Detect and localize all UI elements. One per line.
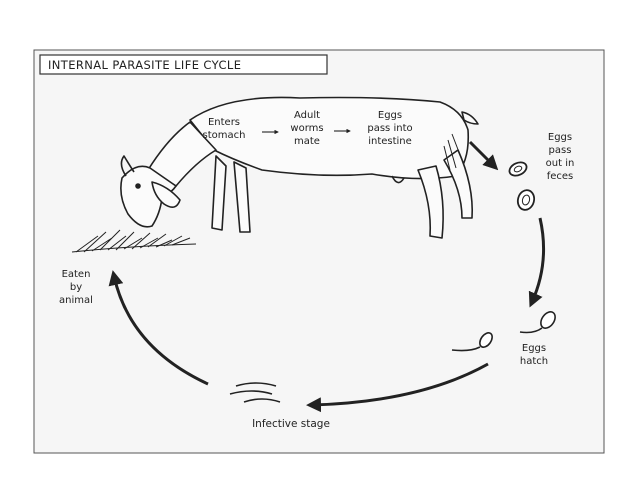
stage-eaten-by-animal: Eaten by animal — [59, 269, 93, 306]
eggs-out-line1: Eggs — [548, 132, 572, 143]
eaten-line3: animal — [59, 295, 93, 306]
adult-worms-line1: Adult — [294, 110, 320, 121]
eggs-into-line2: pass into — [367, 123, 412, 134]
arrow-to-eaten — [108, 270, 209, 386]
eggs-hatch-line1: Eggs — [522, 343, 546, 354]
eggs-into-line3: intestine — [368, 136, 412, 147]
diagram-title: INTERNAL PARASITE LIFE CYCLE — [48, 58, 241, 72]
adult-worms-line3: mate — [294, 136, 320, 147]
eggs-hatch-line2: hatch — [520, 356, 548, 367]
goat-illustration — [120, 96, 479, 239]
arrow-to-feces — [468, 140, 499, 171]
stage-adult-worms-mate: Adult worms mate — [290, 110, 323, 147]
egg-icons — [508, 161, 536, 211]
stage-enters-stomach: Enters stomach — [203, 117, 246, 141]
stage-eggs-pass-into-intestine: Eggs pass into intestine — [367, 110, 412, 147]
stage-eggs-hatch: Eggs hatch — [520, 343, 548, 367]
stage-eggs-pass-out: Eggs pass out in feces — [546, 132, 575, 182]
enters-stomach-line2: stomach — [203, 130, 246, 141]
arrow-to-hatch — [528, 217, 546, 308]
eggs-out-line3: out in — [546, 158, 575, 169]
enters-stomach-line1: Enters — [208, 117, 240, 128]
eggs-out-line4: feces — [547, 171, 574, 182]
eaten-line1: Eaten — [62, 269, 91, 280]
arrow-to-infective — [306, 362, 489, 413]
eggs-out-line2: pass — [549, 145, 572, 156]
stage-infective: Infective stage — [252, 418, 330, 430]
eggs-into-line1: Eggs — [378, 110, 402, 121]
title-box — [39, 54, 328, 75]
grass-illustration — [71, 229, 197, 253]
eaten-line2: by — [70, 282, 82, 293]
larva-icons — [451, 311, 556, 352]
infective-larva-icons — [229, 382, 281, 403]
adult-worms-line2: worms — [290, 123, 323, 134]
